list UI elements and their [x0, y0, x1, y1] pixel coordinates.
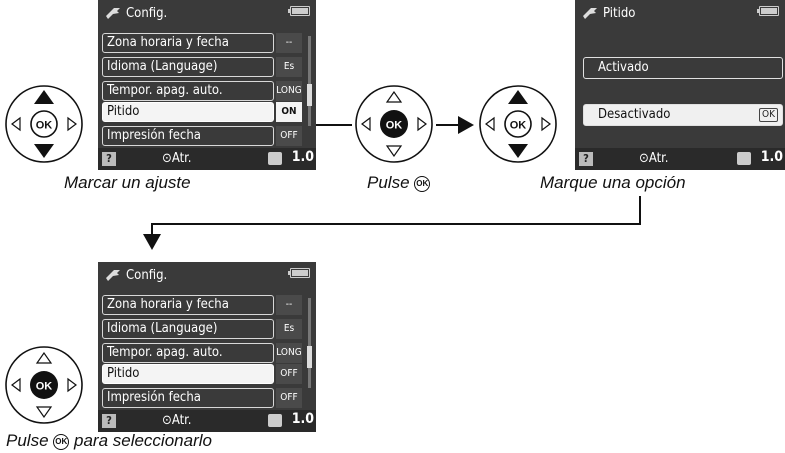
battery-icon [288, 268, 310, 278]
caption-step-4: Pulse OK para seleccionarlo [6, 431, 212, 450]
multi-selector-up-down: OK [478, 84, 558, 164]
svg-text:OK: OK [36, 120, 53, 132]
row-label: Pitido [107, 366, 140, 381]
config-menu-screen-2: Config. Zona horaria y fecha -- Idioma (… [98, 262, 316, 432]
connector-arrowhead [143, 234, 161, 250]
row-value: OFF [276, 126, 302, 146]
menu-title: Config. [126, 267, 168, 283]
battery-icon [288, 6, 310, 16]
back-hint: ⊙Atr. [162, 413, 192, 428]
row-label: Idioma (Language) [107, 321, 218, 336]
row-value: Es [276, 57, 302, 77]
menu-footer: ? ⊙Atr. 1.0 [98, 148, 316, 170]
menu-row-language[interactable]: Idioma (Language) [102, 57, 274, 77]
beep-option-screen: Pitido Activado Desactivado OK ? ⊙Atr. 1… [575, 0, 785, 170]
svg-text:OK: OK [510, 120, 527, 132]
shots-remaining: 1.0 [760, 149, 783, 165]
menu-row-auto-off[interactable]: Tempor. apag. auto. [102, 81, 274, 101]
row-label: Idioma (Language) [107, 59, 218, 74]
menu-row-beep[interactable]: Pitido [102, 102, 274, 122]
menu-header: Config. [98, 262, 316, 288]
menu-row-language[interactable]: Idioma (Language) [102, 319, 274, 339]
menu-row-date-imprint[interactable]: Impresión fecha [102, 126, 274, 146]
help-icon: ? [102, 414, 116, 428]
menu-title: Config. [126, 5, 168, 21]
back-hint: ⊙Atr. [639, 151, 669, 166]
option-label: Activado [598, 60, 649, 75]
svg-text:OK: OK [36, 381, 53, 393]
memory-card-icon [268, 152, 282, 165]
menu-title: Pitido [603, 5, 636, 21]
wrench-icon [583, 8, 597, 19]
row-label: Impresión fecha [107, 128, 201, 143]
row-value: -- [276, 33, 302, 53]
row-label: Tempor. apag. auto. [107, 345, 223, 360]
row-value: -- [276, 295, 302, 315]
row-value: OFF [276, 364, 302, 384]
row-label: Zona horaria y fecha [107, 35, 229, 50]
wrench-icon [106, 8, 120, 19]
wrench-icon [106, 270, 120, 281]
row-label: Zona horaria y fecha [107, 297, 229, 312]
connector-line [151, 196, 641, 238]
option-activado[interactable]: Activado [583, 57, 783, 79]
ok-button-icon: OK [53, 434, 70, 450]
menu-header: Config. [98, 0, 316, 26]
multi-selector-up-down: OK [4, 84, 84, 164]
config-menu-screen-1: Config. Zona horaria y fecha -- Idioma (… [98, 0, 316, 170]
option-desactivado[interactable]: Desactivado OK [583, 104, 783, 126]
row-label: Pitido [107, 104, 140, 119]
scrollbar[interactable] [307, 298, 312, 388]
scrollbar[interactable] [307, 36, 312, 126]
row-value: Es [276, 319, 302, 339]
battery-icon [757, 6, 779, 16]
multi-selector-ok: OK [354, 84, 434, 164]
help-icon: ? [102, 152, 116, 166]
row-value: ON [276, 102, 302, 122]
connector-arrowhead [458, 116, 474, 134]
shots-remaining: 1.0 [291, 411, 314, 427]
row-value: LONG [276, 81, 302, 101]
memory-card-icon [737, 152, 751, 165]
menu-row-auto-off[interactable]: Tempor. apag. auto. [102, 343, 274, 363]
shots-remaining: 1.0 [291, 149, 314, 165]
row-value: LONG [276, 343, 302, 363]
menu-row-timezone[interactable]: Zona horaria y fecha [102, 33, 274, 53]
memory-card-icon [268, 414, 282, 427]
row-label: Tempor. apag. auto. [107, 83, 223, 98]
menu-footer: ? ⊙Atr. 1.0 [98, 410, 316, 432]
menu-footer: ? ⊙Atr. 1.0 [575, 148, 785, 170]
menu-row-timezone[interactable]: Zona horaria y fecha [102, 295, 274, 315]
menu-row-beep[interactable]: Pitido [102, 364, 274, 384]
ok-button-icon: OK [759, 108, 778, 122]
back-hint: ⊙Atr. [162, 151, 192, 166]
caption-step-3: Marque una opción [540, 173, 686, 192]
multi-selector-ok: OK [4, 345, 84, 425]
row-value: OFF [276, 388, 302, 408]
ok-button-icon: OK [414, 176, 431, 192]
help-icon: ? [579, 152, 593, 166]
row-label: Impresión fecha [107, 390, 201, 405]
caption-step-1: Marcar un ajuste [64, 173, 191, 192]
menu-header: Pitido [575, 0, 785, 26]
option-label: Desactivado [598, 107, 671, 122]
svg-text:OK: OK [386, 120, 403, 132]
caption-step-2: Pulse OK [367, 173, 431, 192]
menu-row-date-imprint[interactable]: Impresión fecha [102, 388, 274, 408]
